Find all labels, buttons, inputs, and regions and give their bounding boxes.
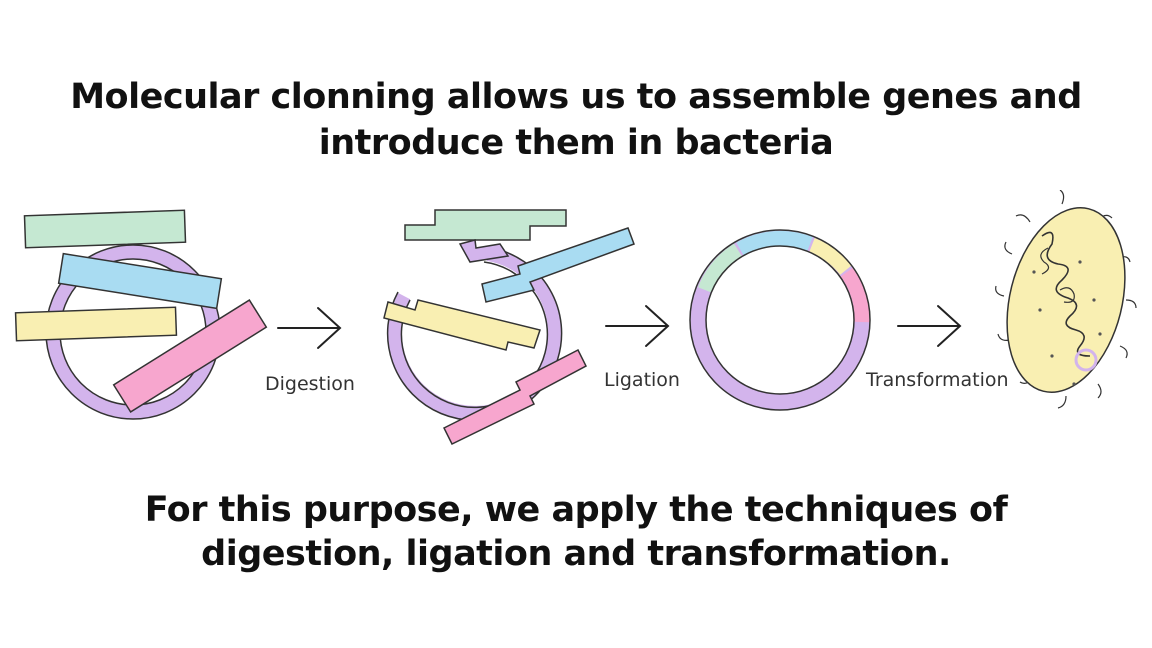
bacterium-cell xyxy=(1006,207,1126,393)
bacterium-ribosomes xyxy=(1032,260,1102,386)
inserted-blue-segment xyxy=(736,230,813,256)
recombinant-outline-inner xyxy=(705,245,855,395)
cloning-diagram: Digestion Ligation Transformation xyxy=(14,190,1137,445)
footer-line-1: For this purpose, we apply the technique… xyxy=(144,490,1008,530)
stage-ligated xyxy=(689,229,871,411)
footer-caption: For this purpose, we apply the technique… xyxy=(0,488,1152,576)
page-title: Molecular clonning allows us to assemble… xyxy=(0,74,1152,166)
fragment-yellow-sticky xyxy=(383,299,541,351)
step-label-transformation: Transformation xyxy=(865,369,1009,391)
arrow-transformation xyxy=(897,305,962,347)
title-line-1: Molecular clonning allows us to assemble… xyxy=(70,77,1082,117)
arrow-ligation xyxy=(605,305,670,347)
step-label-ligation: Ligation xyxy=(604,369,680,391)
inserted-yellow-segment xyxy=(808,238,852,275)
plasmid-in-bacterium xyxy=(1074,348,1098,372)
fragment-pink xyxy=(112,299,268,413)
inserted-pink-segment xyxy=(840,267,870,323)
fragment-yellow xyxy=(14,306,178,342)
fragment-green xyxy=(23,209,187,249)
step-label-digestion: Digestion xyxy=(265,373,355,395)
bacterial-chromosome xyxy=(1041,231,1091,357)
fragment-blue xyxy=(57,252,223,310)
fragment-green-sticky xyxy=(404,209,567,241)
fragment-pink-sticky xyxy=(442,348,587,445)
plasmid-sticky-end xyxy=(458,239,510,263)
arrow-digestion xyxy=(277,307,342,349)
inserted-green-segment xyxy=(698,243,743,293)
bacterial-chromosome-loops xyxy=(1040,247,1075,303)
recombinant-outline-outer xyxy=(689,229,871,411)
fragment-blue-sticky xyxy=(481,227,635,303)
bacterium xyxy=(995,190,1137,409)
stage-plasmid-with-fragments xyxy=(14,209,268,420)
footer-line-2: digestion, ligation and transformation. xyxy=(201,534,951,574)
stage-digested xyxy=(383,209,635,445)
title-line-2: introduce them in bacteria xyxy=(318,123,834,163)
